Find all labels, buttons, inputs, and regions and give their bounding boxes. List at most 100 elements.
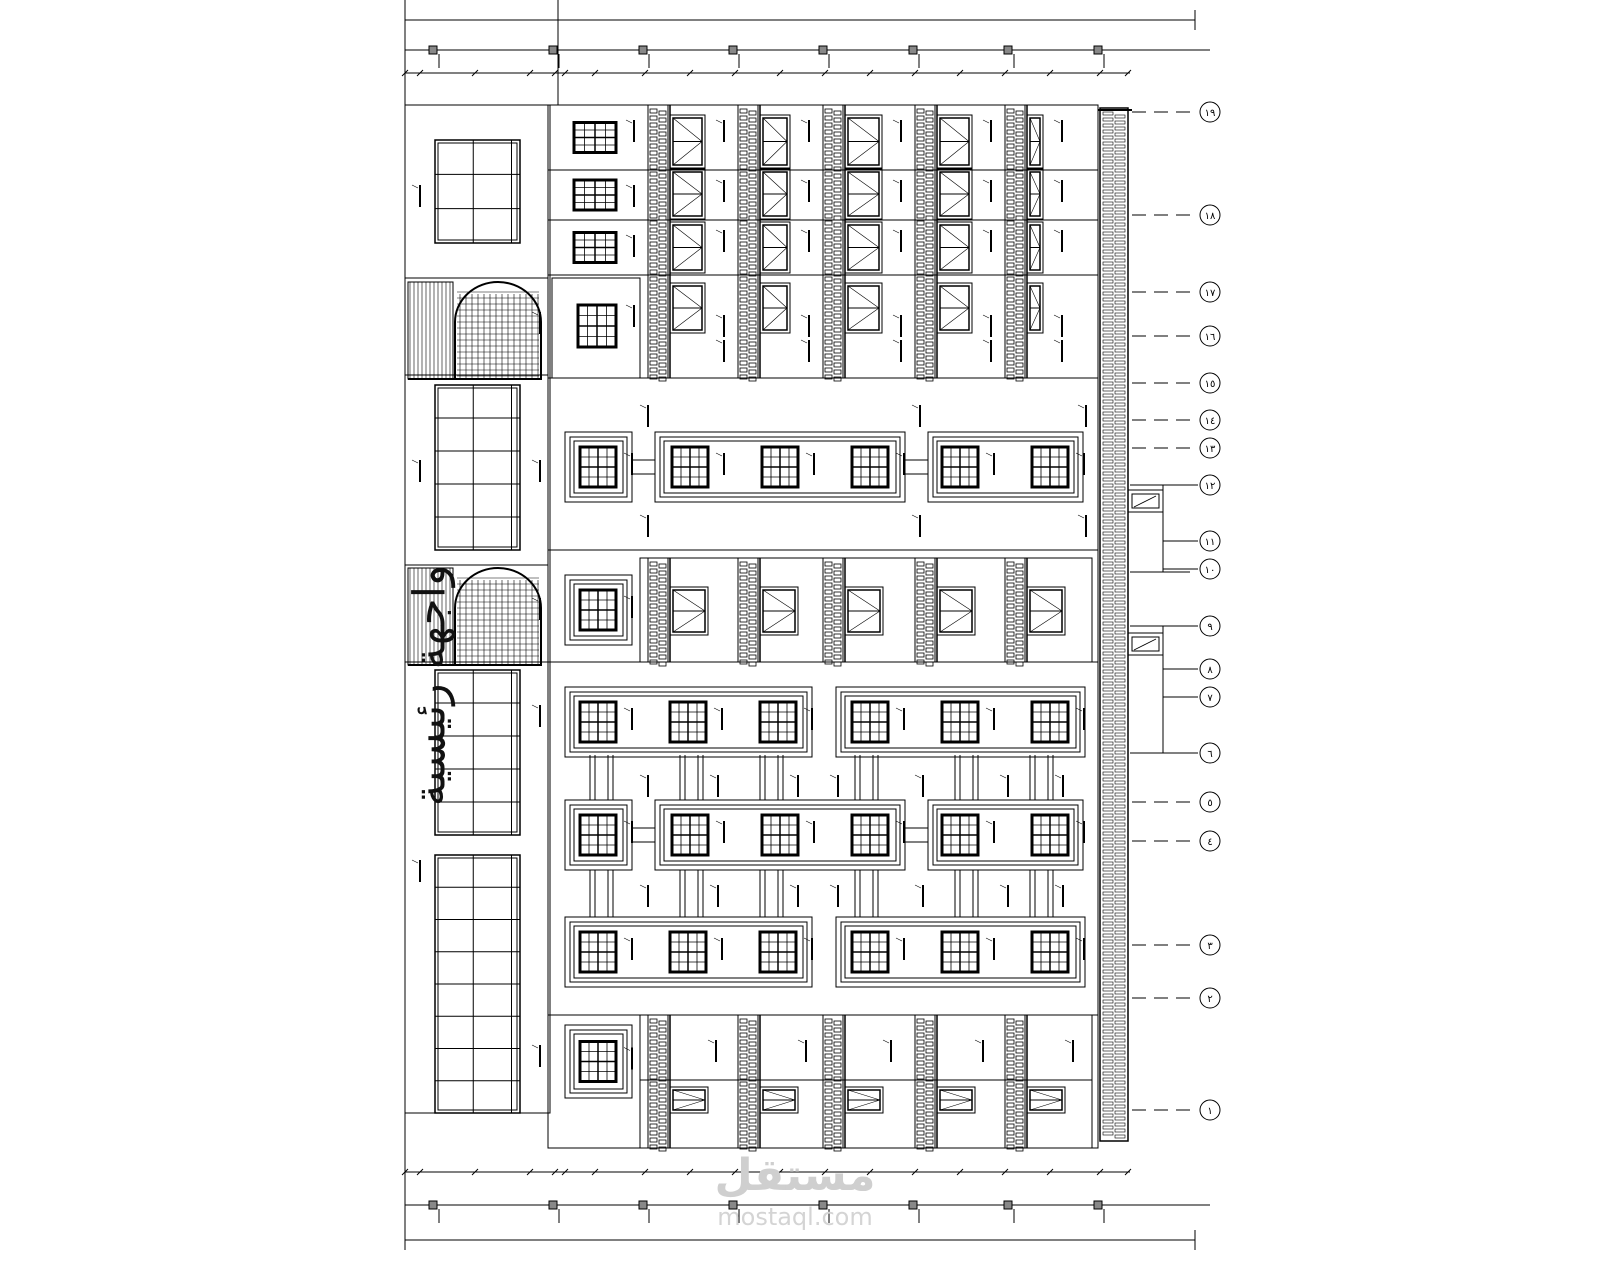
brick — [1102, 933, 1114, 938]
brick — [1114, 882, 1126, 887]
brick — [1102, 555, 1114, 560]
window-frame — [1026, 586, 1066, 636]
grid-marker — [908, 45, 918, 55]
annotation-leader — [800, 229, 808, 234]
brick — [1102, 375, 1114, 380]
dimension-tick — [956, 1168, 964, 1176]
brick — [748, 166, 757, 172]
brick — [1015, 369, 1024, 375]
annotation-leader — [623, 595, 631, 600]
brick — [1102, 465, 1114, 470]
brick — [824, 325, 833, 331]
brick — [1006, 297, 1015, 303]
opening-line — [762, 224, 788, 248]
brick — [1114, 480, 1126, 485]
brick — [1006, 206, 1015, 212]
annotation-leader — [715, 820, 723, 825]
brick — [1015, 131, 1024, 137]
brick — [916, 353, 925, 359]
brick — [833, 626, 842, 632]
brick — [1006, 255, 1015, 261]
brick — [916, 262, 925, 268]
brick — [1114, 1014, 1126, 1019]
brick-pilaster — [914, 557, 936, 663]
brick — [1006, 108, 1015, 114]
annotation-leader — [982, 119, 990, 124]
brick — [1102, 705, 1114, 710]
level-marker-label: ٥ — [1207, 798, 1212, 809]
brick — [739, 659, 748, 665]
brick — [1006, 1102, 1015, 1108]
dimension-tick — [866, 69, 874, 77]
annotation-leader — [911, 404, 919, 409]
brick — [1102, 735, 1114, 740]
brick — [739, 589, 748, 595]
brick — [1102, 219, 1114, 224]
brick — [748, 612, 757, 618]
brick — [1114, 222, 1126, 227]
brick — [739, 304, 748, 310]
brick — [649, 1081, 658, 1087]
brick — [824, 269, 833, 275]
brick — [1015, 1034, 1024, 1040]
brick — [649, 561, 658, 567]
brick — [1114, 918, 1126, 923]
brick — [916, 582, 925, 588]
brick — [1006, 1074, 1015, 1080]
brick — [1114, 1050, 1126, 1055]
brick — [1102, 897, 1114, 902]
brick — [1015, 243, 1024, 249]
brick — [748, 570, 757, 576]
brick — [1015, 1125, 1024, 1131]
brick — [824, 603, 833, 609]
dimension-tick — [526, 1168, 534, 1176]
window-frame — [669, 221, 706, 274]
brick — [1015, 187, 1024, 193]
brick — [739, 178, 748, 184]
brick — [1114, 720, 1126, 725]
brick — [1114, 864, 1126, 869]
brick — [916, 143, 925, 149]
brick — [916, 1116, 925, 1122]
brick — [833, 313, 842, 319]
dimension-tick — [471, 69, 479, 77]
brick — [748, 341, 757, 347]
brick — [1102, 711, 1114, 716]
opening-line — [672, 589, 706, 612]
brick — [824, 283, 833, 289]
window-frame — [759, 114, 791, 169]
brick — [739, 115, 748, 121]
level-marker-label: ١٧ — [1205, 288, 1216, 299]
brick — [748, 1132, 757, 1138]
brick-pilaster — [822, 1014, 844, 1149]
brick — [925, 110, 934, 116]
brick — [1102, 579, 1114, 584]
brick — [1015, 159, 1024, 165]
opening-line — [762, 117, 788, 142]
brick — [1114, 552, 1126, 557]
window-frame — [936, 282, 973, 334]
brick — [658, 619, 667, 625]
brick — [739, 213, 748, 219]
brick — [739, 575, 748, 581]
brick — [1102, 981, 1114, 986]
panel-frame-inner — [569, 436, 628, 498]
brick — [1015, 1090, 1024, 1096]
brick — [748, 633, 757, 639]
brick — [658, 1104, 667, 1110]
dimension-tick — [551, 1168, 559, 1176]
brick — [649, 220, 658, 226]
brick — [1006, 199, 1015, 205]
brick — [824, 248, 833, 254]
brick — [748, 619, 757, 625]
brick — [748, 110, 757, 116]
dimension-tick — [821, 69, 829, 77]
brick — [1114, 990, 1126, 995]
annotation-leader — [639, 884, 647, 889]
brick — [1114, 804, 1126, 809]
brick — [658, 187, 667, 193]
brick — [925, 1125, 934, 1131]
dimension-tick — [641, 69, 649, 77]
opening-line — [1029, 589, 1063, 612]
brick — [1006, 610, 1015, 616]
